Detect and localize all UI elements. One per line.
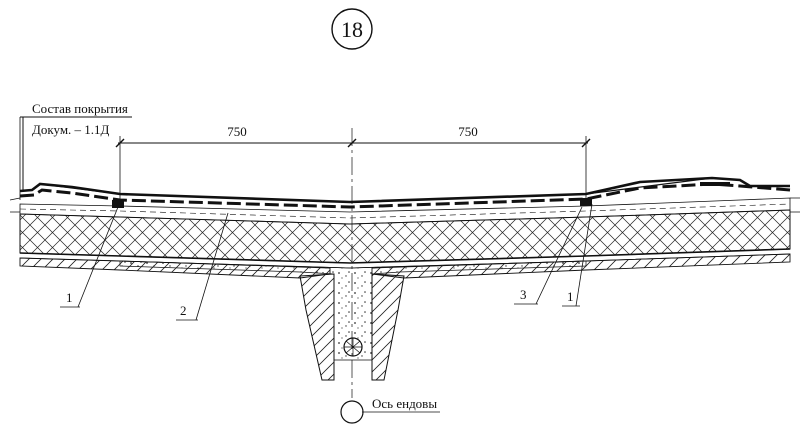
callout-mark: 1 <box>567 289 574 304</box>
beam-right <box>371 273 405 381</box>
callout-mark: 3 <box>520 287 527 302</box>
roof-note-line2: Докум. – 1.1Д <box>32 122 110 137</box>
valley-axis-label: Ось ендовы <box>372 396 437 411</box>
valley-axis-marker <box>340 400 364 424</box>
detail-number: 18 <box>341 17 363 42</box>
detail-number-marker: 18 <box>331 8 373 50</box>
callout-3: 3 <box>514 206 583 305</box>
roof-note-line1: Состав покрытия <box>32 101 128 116</box>
roof-composition-note: Состав покрытия Докум. – 1.1Д <box>19 101 132 200</box>
callout-1-right: 1 <box>562 203 593 307</box>
dimension-line: 750 750 <box>115 124 591 208</box>
dimension-right: 750 <box>458 124 478 139</box>
callout-2: 2 <box>176 212 229 321</box>
dimension-left: 750 <box>227 124 247 139</box>
beam-left <box>299 273 335 381</box>
callout-mark: 1 <box>66 290 73 305</box>
sealing-cord <box>343 337 363 357</box>
callout-mark: 2 <box>180 303 187 318</box>
callout-1-left: 1 <box>60 206 119 308</box>
roof-membrane <box>19 176 791 209</box>
